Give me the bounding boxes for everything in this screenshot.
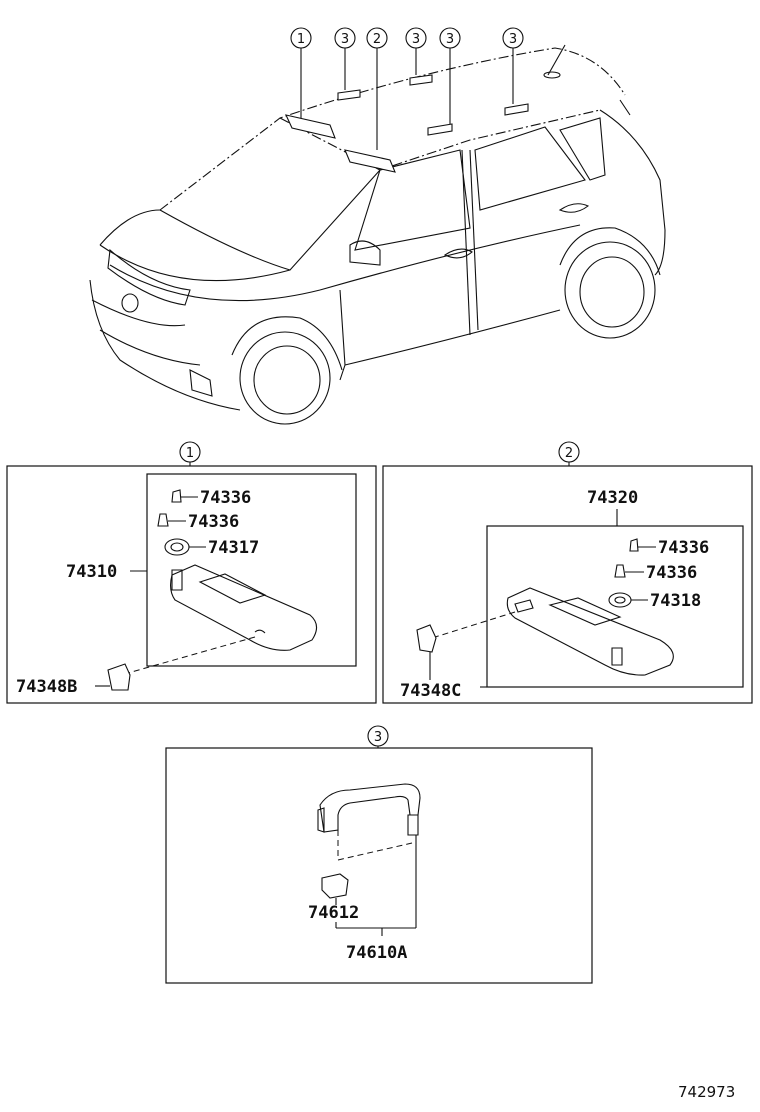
part-74320: 74320 [587, 488, 638, 508]
top-callout-3d: 3 [502, 27, 524, 49]
part-74310: 74310 [66, 562, 117, 582]
bracket-74348b-icon [107, 663, 131, 691]
roof-grip-4 [504, 103, 529, 116]
callout-label: 3 [446, 32, 454, 47]
clip-a-icon [629, 538, 639, 552]
callout-label: 3 [509, 32, 517, 47]
clip-b-icon [614, 564, 626, 578]
part-74317: 74317 [208, 538, 259, 558]
part-74348B: 74348B [16, 677, 77, 697]
part-74612: 74612 [308, 903, 359, 923]
group-2-callout: 2 [565, 446, 573, 461]
part-74336-b: 74336 [188, 512, 239, 532]
clip-b-icon [157, 513, 169, 527]
group-3-callout: 3 [374, 730, 382, 745]
roof-visor-right-marker [344, 149, 396, 173]
top-callout-2: 2 [366, 27, 388, 49]
part-74318: 74318 [650, 591, 701, 611]
group-1-panel: 1 74336 74336 74317 74310 74348B [6, 441, 377, 704]
part-74610A: 74610A [346, 943, 407, 963]
roof-grip-3 [427, 123, 453, 136]
top-callout-3c: 3 [439, 27, 461, 49]
top-callout-1: 1 [290, 27, 312, 49]
part-74336-a: 74336 [658, 538, 709, 558]
callout-label: 2 [373, 32, 381, 47]
sun-visor-right [506, 587, 674, 676]
part-74348C: 74348C [400, 681, 461, 701]
callout-label: 3 [412, 32, 420, 47]
assist-grip-handle [319, 783, 421, 833]
roof-visor-left-marker [285, 114, 336, 139]
group-1-callout: 1 [186, 446, 194, 461]
sun-visor-left [169, 564, 318, 651]
callout-label: 1 [297, 32, 305, 47]
figure-id: 742973 [678, 1083, 735, 1101]
cover-74612-icon [321, 873, 349, 899]
clip-a-icon [171, 489, 182, 503]
part-74336-b: 74336 [646, 563, 697, 583]
top-callout-3b: 3 [405, 27, 427, 49]
bracket-74348c-icon [416, 624, 437, 653]
group-3-panel: 3 74612 74610A [165, 725, 593, 984]
group-2-panel: 2 74320 74336 74336 74318 74348C [382, 441, 753, 704]
roof-grip-2 [409, 74, 433, 86]
holder-icon [608, 592, 632, 608]
top-callout-3a: 3 [334, 27, 356, 49]
roof-grip-1 [337, 89, 361, 101]
callout-label: 3 [341, 32, 349, 47]
part-74336-a: 74336 [200, 488, 251, 508]
car-overview [89, 44, 666, 425]
holder-icon [164, 538, 190, 556]
